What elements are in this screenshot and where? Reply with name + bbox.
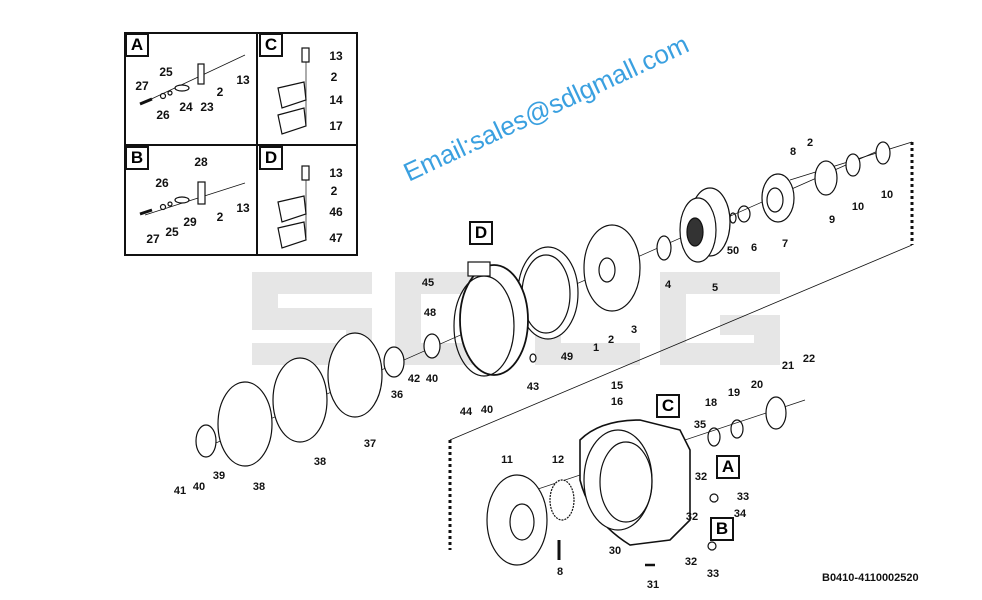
- inset-callout: 2: [216, 85, 224, 99]
- inset-callout: 26: [155, 176, 169, 190]
- detail-ref-a: A: [716, 455, 740, 479]
- part-callout: 35: [693, 419, 707, 431]
- inset-panel-b-label: B: [125, 146, 149, 170]
- part-callout: 30: [608, 545, 622, 557]
- part-callout: 11: [501, 454, 513, 466]
- inset-callout: 24: [179, 100, 193, 114]
- part-callout: 31: [646, 579, 660, 591]
- part-callout: 45: [421, 277, 435, 289]
- part-callout: 8: [556, 566, 564, 578]
- part-callout: 33: [706, 568, 720, 580]
- part-callout: 19: [727, 387, 741, 399]
- inset-callout: 28: [194, 155, 208, 169]
- part-callout: 32: [684, 556, 698, 568]
- part-callout: 15: [610, 380, 624, 392]
- inset-callout: 25: [165, 225, 179, 239]
- part-callout: 21: [781, 360, 795, 372]
- part-callout: 2: [806, 137, 814, 149]
- part-callout: 39: [212, 470, 226, 482]
- part-callout: 40: [480, 404, 494, 416]
- part-callout: 43: [526, 381, 540, 393]
- inset-panel-a-label: A: [125, 33, 149, 57]
- inset-callout: 13: [236, 201, 250, 215]
- inset-callout: 13: [329, 49, 343, 63]
- part-callout: 33: [736, 491, 750, 503]
- part-callout: 44: [459, 406, 473, 418]
- part-callout: 34: [733, 508, 747, 520]
- inset-panel-c-label: C: [259, 33, 283, 57]
- inset-callout: 29: [183, 215, 197, 229]
- detail-ref-d: D: [469, 221, 493, 245]
- part-callout: 22: [802, 353, 816, 365]
- inset-callout: 23: [200, 100, 214, 114]
- inset-callout: 2: [216, 210, 224, 224]
- part-callout: 32: [685, 511, 699, 523]
- part-callout: 50: [726, 245, 740, 257]
- part-callout: 36: [390, 389, 404, 401]
- detail-ref-b: B: [710, 517, 734, 541]
- part-callout: 20: [750, 379, 764, 391]
- inset-callout: 46: [329, 205, 343, 219]
- inset-callout: 17: [329, 119, 343, 133]
- inset-callout: 25: [159, 65, 173, 79]
- part-callout: 40: [192, 481, 206, 493]
- inset-callout: 13: [236, 73, 250, 87]
- part-callout: 6: [750, 242, 758, 254]
- part-callout: 38: [252, 481, 266, 493]
- part-callout: 48: [423, 307, 437, 319]
- part-callout: 32: [694, 471, 708, 483]
- part-callout: 18: [704, 397, 718, 409]
- part-callout: 9: [828, 214, 836, 226]
- part-callout: 1: [592, 342, 600, 354]
- part-callout: 42: [407, 373, 421, 385]
- part-callout: 37: [363, 438, 377, 450]
- inset-callout: 27: [146, 232, 160, 246]
- part-callout: 2: [607, 334, 615, 346]
- inset-callout: 2: [330, 70, 338, 84]
- part-callout: 12: [551, 454, 565, 466]
- part-callout: 40: [425, 373, 439, 385]
- inset-callout: 2: [330, 184, 338, 198]
- part-callout: 8: [789, 146, 797, 158]
- inset-callout: 27: [135, 79, 149, 93]
- inset-callout: 14: [329, 93, 343, 107]
- inset-callout: 13: [329, 166, 343, 180]
- detail-ref-c: C: [656, 394, 680, 418]
- part-callout: 16: [610, 396, 624, 408]
- inset-callout: 47: [329, 231, 343, 245]
- part-callout: 3: [630, 324, 638, 336]
- part-callout: 4: [664, 279, 672, 291]
- part-callout: 49: [560, 351, 574, 363]
- part-callout: 10: [880, 189, 894, 201]
- part-callout: 5: [711, 282, 719, 294]
- inset-callout: 26: [156, 108, 170, 122]
- drawing-code: B0410-4110002520: [822, 572, 919, 584]
- part-callout: 38: [313, 456, 327, 468]
- part-callout: 41: [173, 485, 187, 497]
- part-callout: 7: [781, 238, 789, 250]
- part-callout: 10: [851, 201, 865, 213]
- inset-panel-d-label: D: [259, 146, 283, 170]
